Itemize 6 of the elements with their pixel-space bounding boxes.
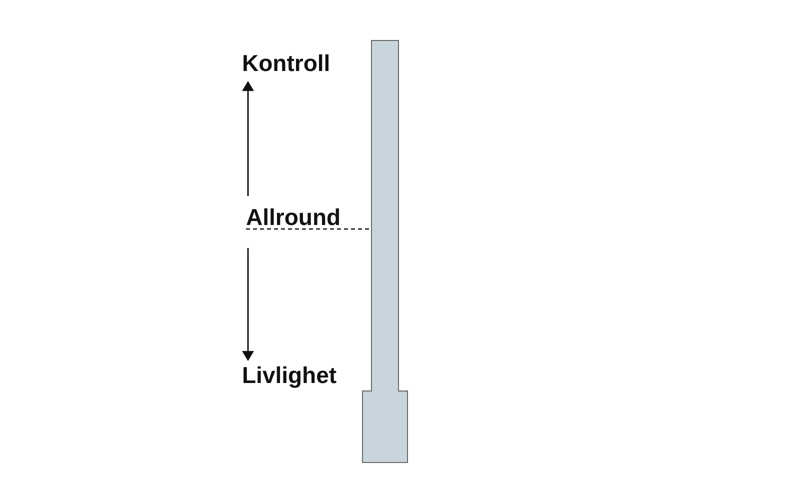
scale-label: Livlighet: [242, 362, 358, 390]
arrow: [242, 248, 254, 361]
leader-line: [246, 228, 371, 230]
scale-label: Allround: [246, 204, 360, 232]
arrow: [242, 81, 254, 196]
scale-label: Kontroll: [242, 50, 348, 78]
